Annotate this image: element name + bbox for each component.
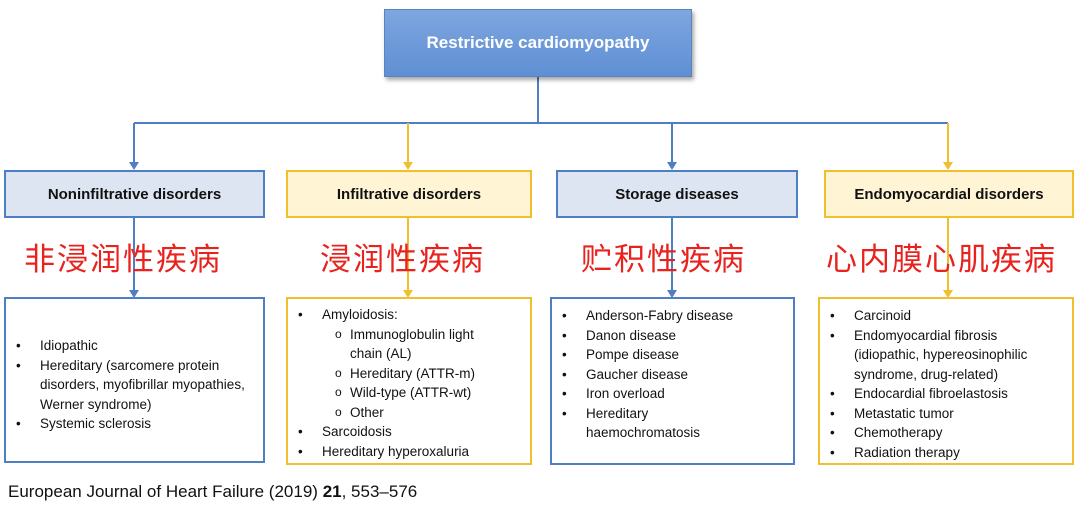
list-item: Hereditary hyperoxaluria xyxy=(288,442,530,462)
category-storage: Storage diseases xyxy=(556,170,798,218)
citation-pages: , 553–576 xyxy=(341,482,418,501)
list-item: Anderson-Fabry disease xyxy=(552,306,793,326)
chinese-label-infiltrative: 浸润性疾病 xyxy=(320,242,485,278)
list-item: Radiation therapy xyxy=(820,443,1072,463)
citation-volume: 21 xyxy=(322,482,342,501)
list-endomyocardial: Carcinoid Endomyocardial fibrosis (idiop… xyxy=(818,297,1074,465)
list-storage: Anderson-Fabry disease Danon disease Pom… xyxy=(550,297,795,465)
list-item: Carcinoid xyxy=(820,306,1072,326)
list-item: Chemotherapy xyxy=(820,423,1072,443)
list-subitem: Immunoglobulin light chain (AL) xyxy=(288,325,530,364)
category-noninfiltrative: Noninfiltrative disorders xyxy=(4,170,265,218)
category-endomyocardial: Endomyocardial disorders xyxy=(824,170,1074,218)
list-item: Iron overload xyxy=(552,384,793,404)
list-item: Sarcoidosis xyxy=(288,422,530,442)
chinese-label-noninfiltrative: 非浸润性疾病 xyxy=(24,242,222,278)
citation: European Journal of Heart Failure (2019)… xyxy=(8,482,417,502)
list-subitem: Wild-type (ATTR-wt) xyxy=(288,383,530,403)
category-title: Noninfiltrative disorders xyxy=(47,185,222,203)
list-infiltrative: Amyloidosis: Immunoglobulin light chain … xyxy=(286,297,532,465)
list-item: Amyloidosis: xyxy=(288,305,530,325)
list-item: Endocardial fibroelastosis xyxy=(820,384,1072,404)
category-title: Endomyocardial disorders xyxy=(854,185,1044,203)
list-item: Idiopathic xyxy=(6,336,263,356)
list-item: Pompe disease xyxy=(552,345,793,365)
category-infiltrative: Infiltrative disorders xyxy=(286,170,532,218)
list-item: Metastatic tumor xyxy=(820,404,1072,424)
list-item: Endomyocardial fibrosis (idiopathic, hyp… xyxy=(820,326,1072,385)
chinese-label-endomyocardial: 心内膜心肌疾病 xyxy=(826,242,1057,278)
root-node: Restrictive cardiomyopathy xyxy=(384,9,692,77)
list-item: Systemic sclerosis xyxy=(6,414,263,434)
root-label: Restrictive cardiomyopathy xyxy=(426,33,650,52)
category-title: Infiltrative disorders xyxy=(336,185,482,203)
chinese-label-storage: 贮积性疾病 xyxy=(581,242,746,278)
list-item: Danon disease xyxy=(552,326,793,346)
list-item: Hereditary haemochromatosis xyxy=(552,404,793,443)
list-noninfiltrative: Idiopathic Hereditary (sarcomere protein… xyxy=(4,297,265,463)
citation-journal: European Journal of Heart Failure (2019) xyxy=(8,482,318,501)
category-title: Storage diseases xyxy=(615,185,739,203)
list-item: Hereditary (sarcomere protein disorders,… xyxy=(6,356,263,415)
list-subitem: Hereditary (ATTR-m) xyxy=(288,364,530,384)
list-item: Gaucher disease xyxy=(552,365,793,385)
list-subitem: Other xyxy=(288,403,530,423)
